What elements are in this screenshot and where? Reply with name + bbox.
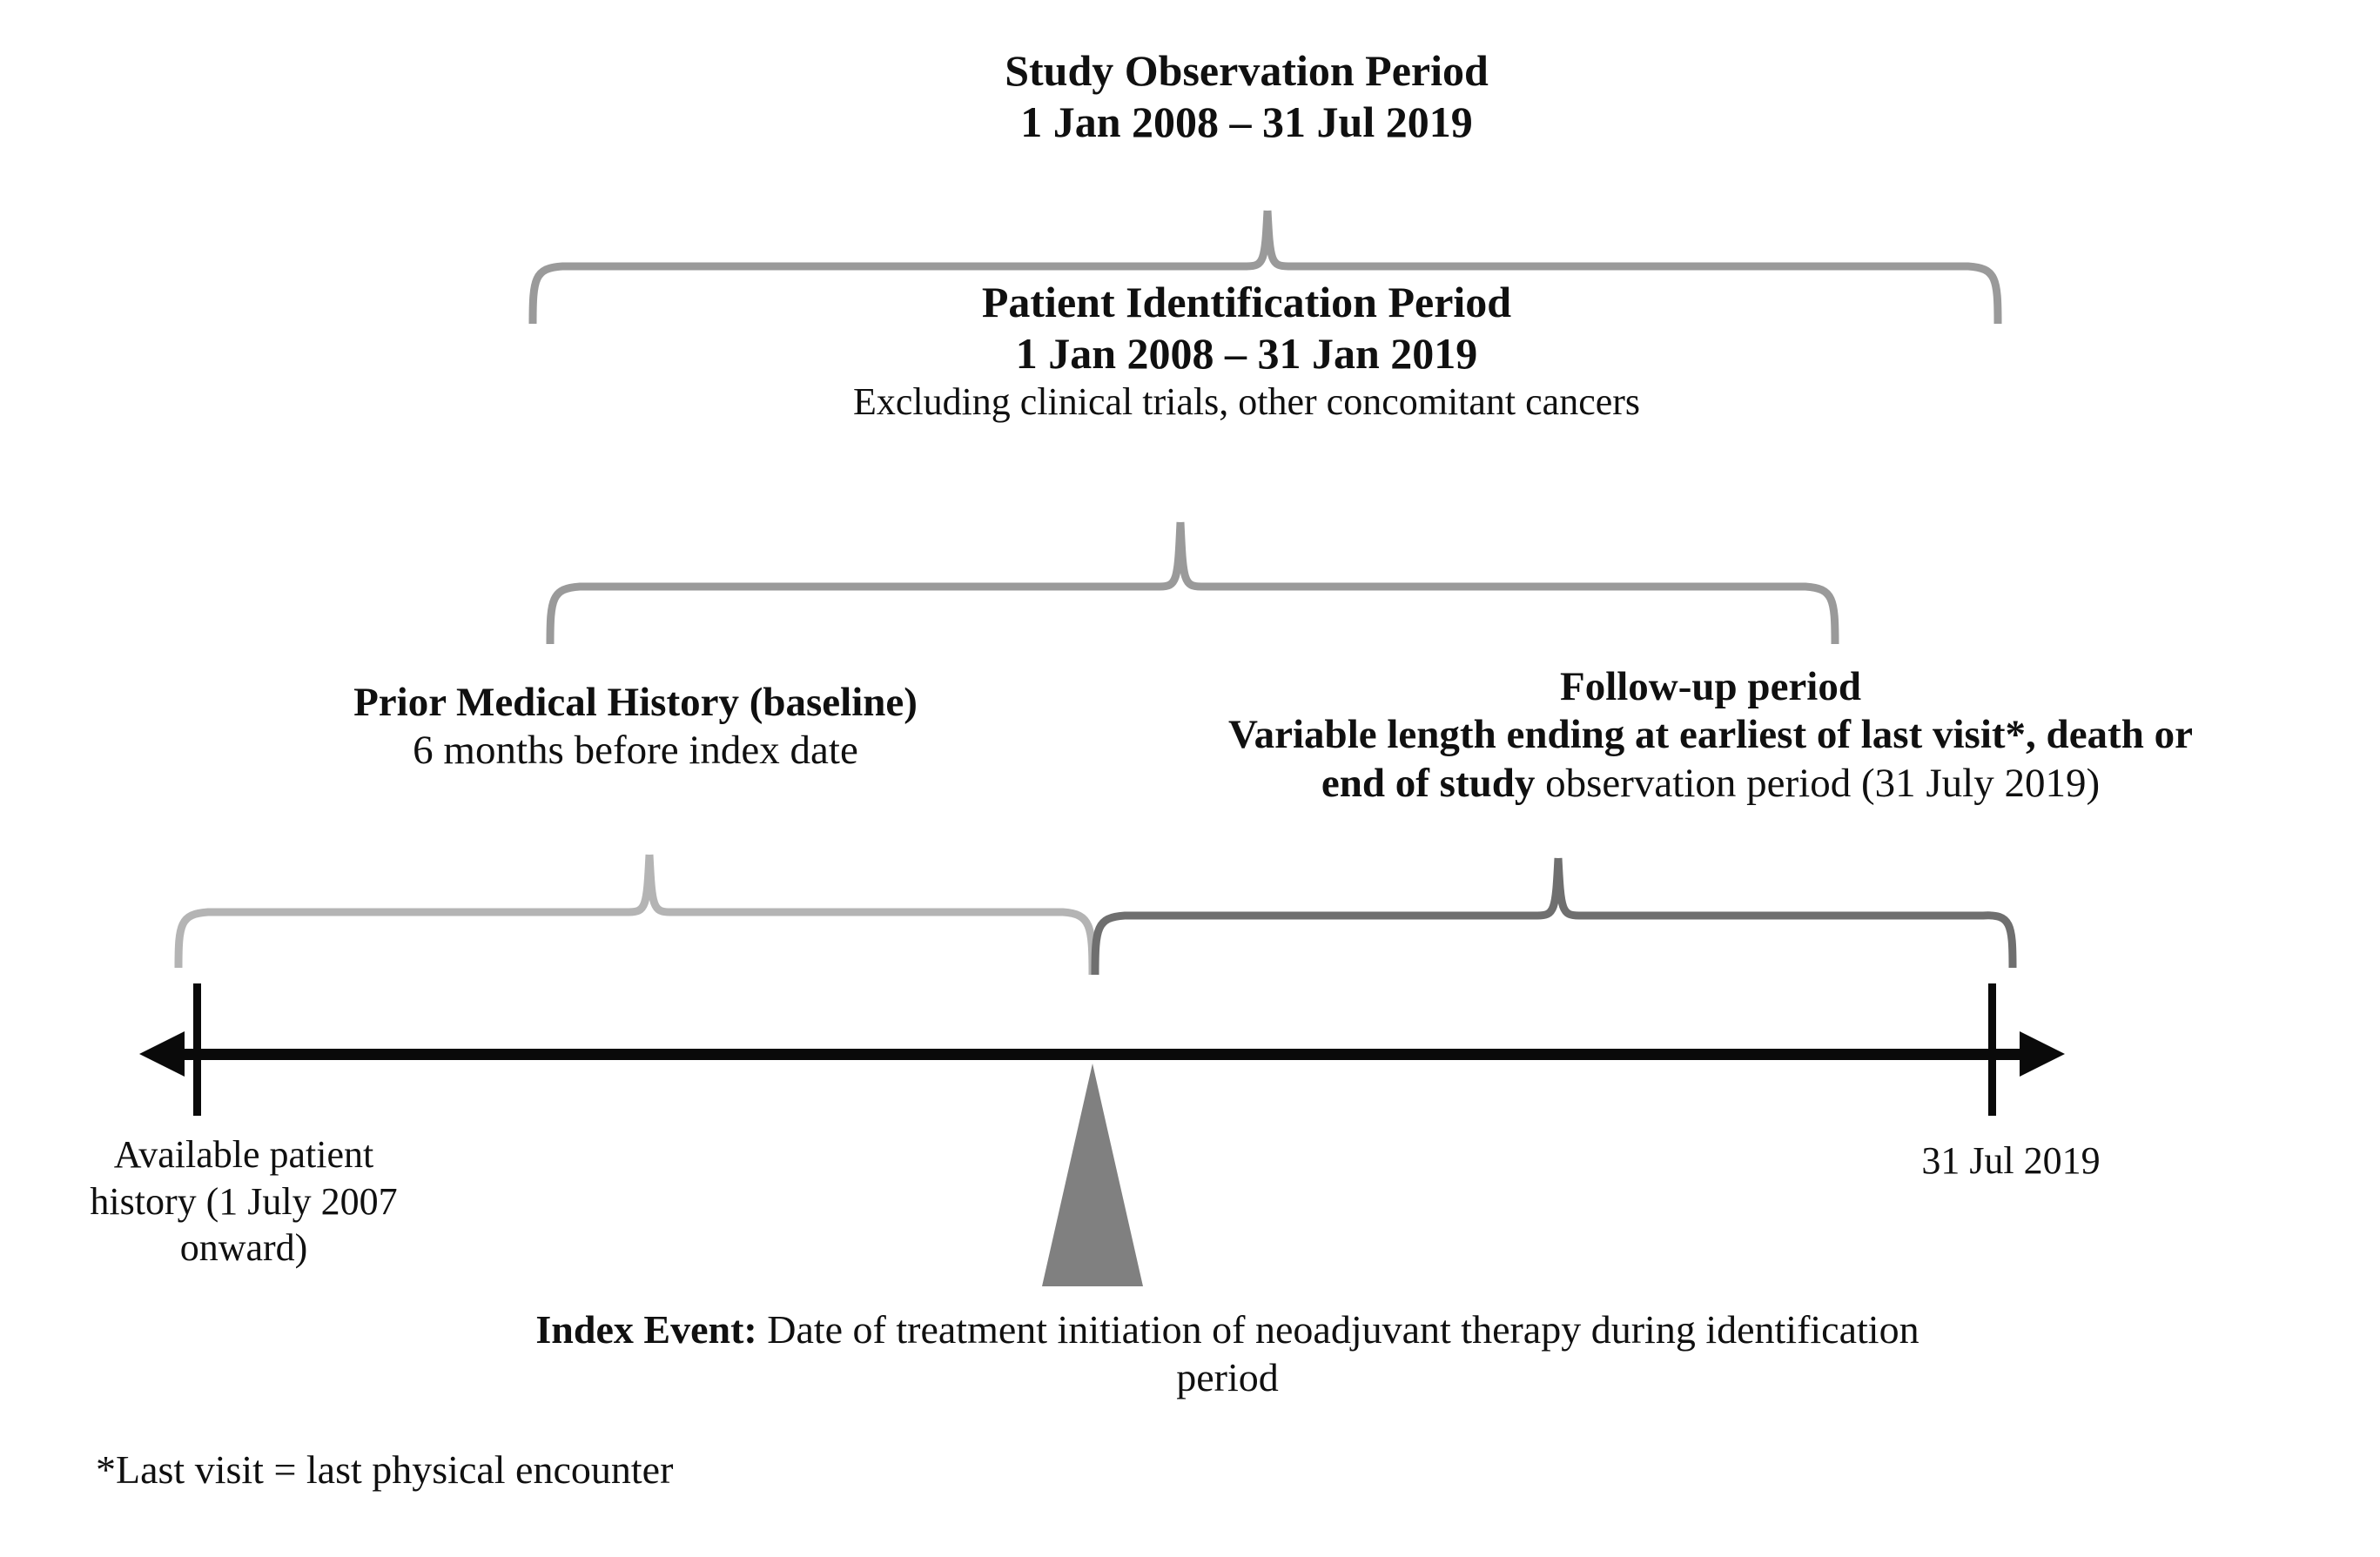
patient-identification-note: Excluding clinical trials, other concomi… (852, 380, 1641, 423)
study-observation-period-block: Study Observation Period 1 Jan 2008 – 31… (707, 45, 1786, 148)
prior-medical-history-block: Prior Medical History (baseline) 6 month… (122, 679, 1149, 775)
followup-period-detail-line2-emphasis: end of study (1321, 760, 1546, 806)
axis-arrow-left-icon (139, 1031, 185, 1077)
followup-period-detail-line2-rest: observation period (31 July 2019) (1545, 760, 2101, 806)
index-event-label: Index Event: Date of treatment initiatio… (487, 1305, 1967, 1401)
index-event-label-rest: Date of treatment initiation of neoadjuv… (756, 1307, 1919, 1400)
axis-arrow-right-icon (2020, 1031, 2065, 1077)
axis-tick-start (193, 983, 201, 1116)
timeline-end-date-label: 31 Jul 2019 (1921, 1139, 2101, 1182)
prior-medical-history-detail: 6 months before index date (413, 728, 858, 774)
index-event-label-emphasis: Index Event: (535, 1307, 757, 1352)
patient-identification-range: 1 Jan 2008 – 31 Jan 2019 (1015, 329, 1478, 378)
axis-line (179, 1049, 2027, 1060)
patient-identification-title: Patient Identification Period (981, 278, 1512, 326)
study-observation-range: 1 Jan 2008 – 31 Jul 2019 (1020, 97, 1473, 146)
followup-period-detail-line2: end of study observation period (31 July… (1071, 760, 2350, 808)
available-patient-history-label: Available patient history (1 July 2007 o… (90, 1133, 398, 1270)
followup-period-title: Follow-up period (1559, 664, 1861, 709)
followup-period-block: Follow-up period Variable length ending … (1071, 663, 2350, 808)
prior-medical-history-title: Prior Medical History (baseline) (353, 680, 918, 725)
brace-followup-period (1091, 857, 2017, 976)
axis-tick-end (1988, 983, 1996, 1116)
index-event-marker-triangle-icon (1042, 1064, 1143, 1286)
patient-identification-period-block: Patient Identification Period 1 Jan 2008… (707, 277, 1786, 425)
brace-prior-medical-history (174, 854, 1097, 976)
timeline-axis (139, 1031, 2065, 1077)
followup-period-detail-line1: Variable length ending at earliest of la… (1228, 712, 2193, 758)
brace-patient-identification (546, 521, 1839, 645)
study-observation-title: Study Observation Period (1005, 46, 1489, 95)
footnote-last-visit: *Last visit = last physical encounter (96, 1447, 674, 1492)
